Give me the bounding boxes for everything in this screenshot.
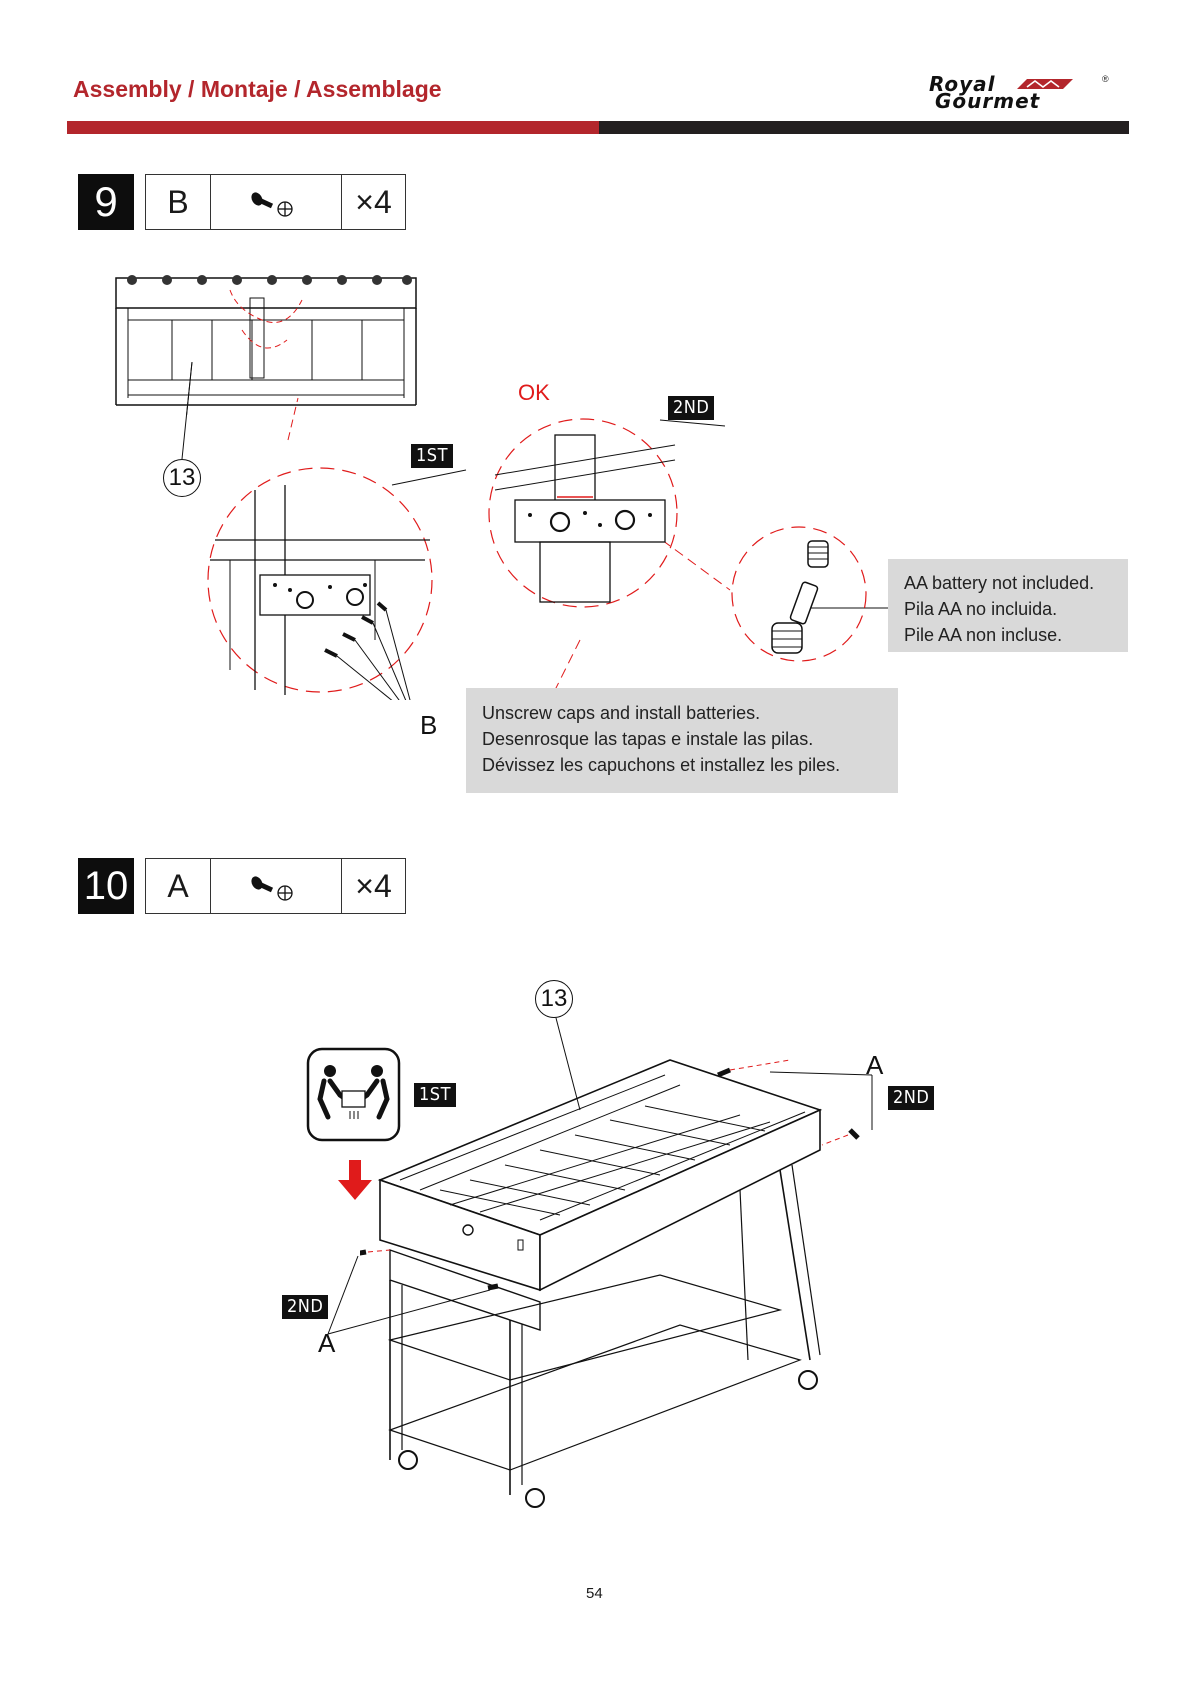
step-10-a-label-right: A [866, 1050, 883, 1081]
step-10-2nd-tag-right: 2ND [888, 1086, 934, 1110]
step-10-2nd-tag-left: 2ND [282, 1295, 328, 1319]
step-10-a-label-left: A [318, 1328, 335, 1359]
page-number: 54 [586, 1585, 603, 1602]
